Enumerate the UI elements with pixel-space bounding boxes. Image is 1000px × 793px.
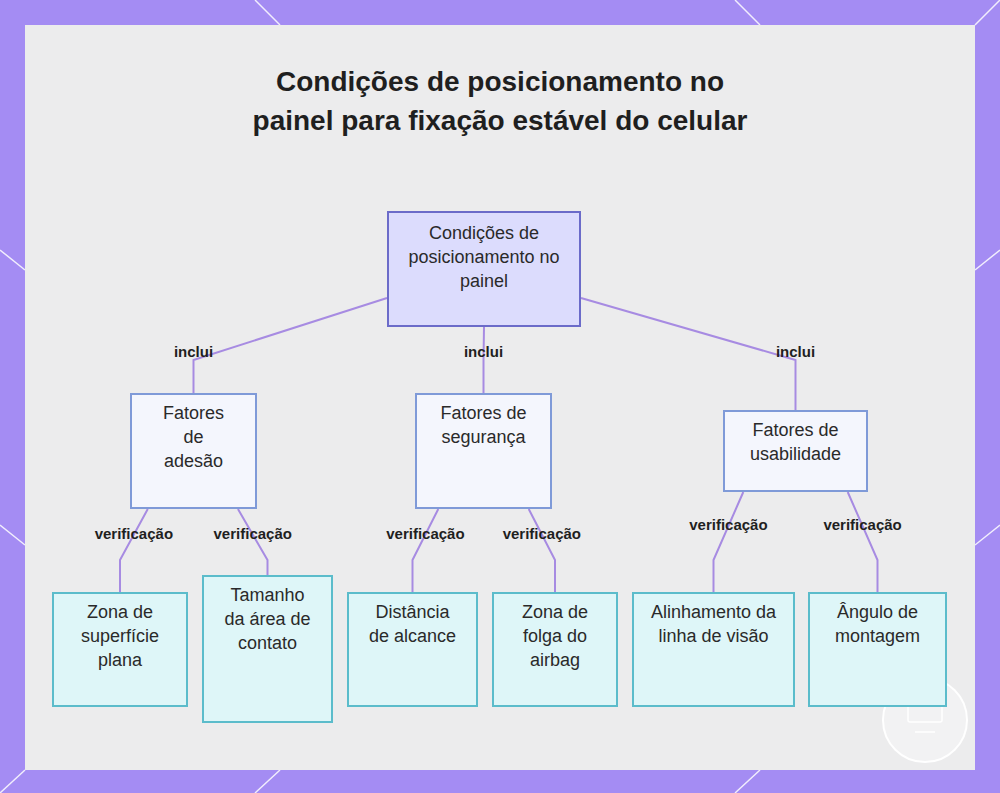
edge-label: inclui bbox=[174, 343, 213, 360]
connector-line bbox=[581, 298, 796, 410]
edge-label: inclui bbox=[464, 343, 503, 360]
frame-line bbox=[735, 0, 760, 25]
frame-line bbox=[735, 770, 760, 793]
connector-line bbox=[413, 509, 439, 592]
node-text: Fatores de segurança bbox=[431, 401, 536, 449]
category-box: Fatores de usabilidade bbox=[723, 410, 868, 492]
node-text: Tamanho da área de contato bbox=[222, 583, 313, 655]
node-text: Zona de folga do airbag bbox=[510, 600, 600, 672]
node-text: Condições de posicionamento no painel bbox=[403, 221, 565, 293]
check-box: Ângulo de montagem bbox=[808, 592, 947, 707]
check-box: Distância de alcance bbox=[347, 592, 478, 707]
frame-line bbox=[0, 770, 25, 793]
check-box: Tamanho da área de contato bbox=[202, 575, 333, 723]
frame-line bbox=[975, 0, 1000, 25]
category-box: Fatores de segurança bbox=[415, 393, 552, 509]
root-box: Condições de posicionamento no painel bbox=[387, 211, 581, 327]
category-box: Fatores de adesão bbox=[130, 393, 257, 509]
node-text: Alinhamento da linha de visão bbox=[648, 600, 779, 648]
diagram-title: Condições de posicionamento no painel pa… bbox=[240, 62, 760, 140]
blurred-photo bbox=[25, 25, 975, 770]
node-text: Fatores de usabilidade bbox=[737, 418, 854, 466]
node-text: Distância de alcance bbox=[365, 600, 460, 648]
frame-line bbox=[975, 525, 1000, 545]
check-box: Zona de folga do airbag bbox=[492, 592, 618, 707]
connector-line bbox=[529, 509, 555, 592]
edge-label: verificação bbox=[503, 524, 581, 541]
logo-base bbox=[915, 731, 935, 733]
inner-panel bbox=[25, 25, 975, 770]
edge-label: verificação bbox=[823, 516, 901, 533]
frame-line bbox=[975, 250, 1000, 270]
connector-line bbox=[714, 492, 744, 592]
edge-label: verificação bbox=[214, 524, 292, 541]
frame-line bbox=[0, 250, 25, 270]
connector-line bbox=[848, 492, 878, 592]
connector-line bbox=[483, 327, 486, 393]
edge-label: verificação bbox=[386, 524, 464, 541]
node-text: Fatores de adesão bbox=[154, 401, 233, 473]
connector-line bbox=[238, 509, 268, 575]
connector-line bbox=[120, 509, 148, 592]
connector-line bbox=[194, 298, 388, 393]
frame-line bbox=[255, 0, 280, 25]
frame-line bbox=[0, 525, 25, 545]
edge-label: inclui bbox=[776, 343, 815, 360]
check-box: Alinhamento da linha de visão bbox=[632, 592, 795, 707]
node-text: Zona de superfície plana bbox=[66, 600, 174, 672]
edge-label: verificação bbox=[689, 516, 767, 533]
node-text: Ângulo de montagem bbox=[822, 600, 933, 648]
frame-line bbox=[255, 770, 280, 793]
check-box: Zona de superfície plana bbox=[52, 592, 188, 707]
edge-label: verificação bbox=[95, 524, 173, 541]
